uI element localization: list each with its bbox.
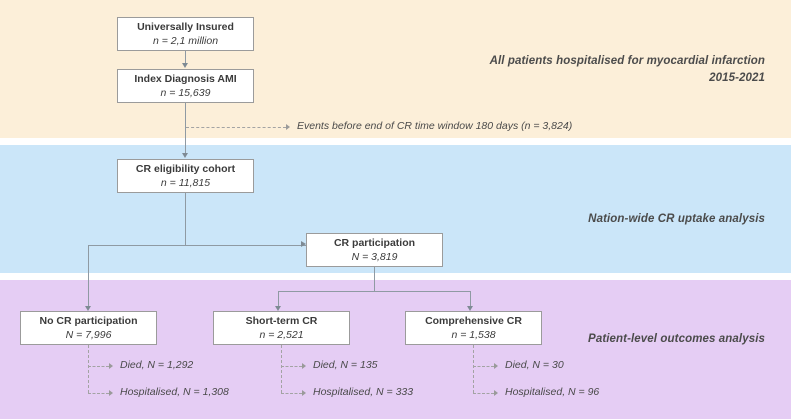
arrow-to-cr-participation <box>301 241 306 247</box>
node-title: No CR participation <box>39 314 138 327</box>
arrow-exclusion <box>286 124 290 130</box>
node-count: N = 3,819 <box>351 251 398 263</box>
connector-to-no-cr <box>88 245 89 307</box>
arrow-short-term-hosp <box>302 390 306 396</box>
arrow-short-term-died <box>302 363 306 369</box>
band-label-outcomes-analysis: Patient-level outcomes analysis <box>588 333 765 345</box>
outcome-no-cr-died: Died, N = 1,292 <box>120 359 194 371</box>
node-count: n = 15,639 <box>160 87 211 99</box>
node-universally-insured[interactable]: Universally Insured n = 2,1 million <box>117 17 254 51</box>
outcome-short-term-died: Died, N = 135 <box>313 359 378 371</box>
outcome-short-term-hospitalised: Hospitalised, N = 333 <box>313 386 414 398</box>
outcome-trunk-short-term <box>281 345 282 393</box>
node-count: n = 2,521 <box>259 329 304 341</box>
connector-exclusion-dashed <box>186 127 286 128</box>
outcome-comprehensive-hospitalised: Hospitalised, N = 96 <box>505 386 600 398</box>
connector-to-comprehensive <box>470 291 471 307</box>
arrow-to-short-term <box>275 306 281 311</box>
node-comprehensive-cr[interactable]: Comprehensive CR n = 1,538 <box>405 311 542 345</box>
outcome-branch-short-term-hosp <box>281 393 302 394</box>
node-cr-participation[interactable]: CR participation N = 3,819 <box>306 233 443 267</box>
band-label-cohort-definition: All patients hospitalised for myocardial… <box>489 55 765 84</box>
connector-participation-bus <box>278 291 471 292</box>
arrow-index-to-eligibility <box>182 153 188 158</box>
node-short-term-cr[interactable]: Short-term CR n = 2,521 <box>213 311 350 345</box>
arrow-insured-to-index <box>182 63 188 68</box>
arrow-to-no-cr <box>85 306 91 311</box>
node-title: Short-term CR <box>245 314 318 327</box>
outcome-comprehensive-died: Died, N = 30 <box>505 359 564 371</box>
node-title: Comprehensive CR <box>425 314 522 327</box>
node-title: CR participation <box>333 236 416 249</box>
node-count: N = 7,996 <box>65 329 112 341</box>
outcome-branch-no-cr-died <box>88 366 109 367</box>
outcome-trunk-comprehensive <box>473 345 474 393</box>
outcome-branch-short-term-died <box>281 366 302 367</box>
node-title: Index Diagnosis AMI <box>134 72 237 85</box>
node-count: n = 1,538 <box>451 329 496 341</box>
node-title: CR eligibility cohort <box>135 162 236 175</box>
node-count: n = 11,815 <box>160 177 211 189</box>
connector-eligibility-bus <box>88 245 306 246</box>
node-index-diagnosis-ami[interactable]: Index Diagnosis AMI n = 15,639 <box>117 69 254 103</box>
node-no-cr-participation[interactable]: No CR participation N = 7,996 <box>20 311 157 345</box>
exclusion-note: Events before end of CR time window 180 … <box>297 120 573 132</box>
outcome-no-cr-hospitalised: Hospitalised, N = 1,308 <box>120 386 229 398</box>
connector-insured-to-index <box>185 51 186 64</box>
band-label-uptake-analysis: Nation-wide CR uptake analysis <box>588 213 765 225</box>
arrow-no-cr-died <box>109 363 113 369</box>
outcome-branch-comprehensive-hosp <box>473 393 494 394</box>
outcome-branch-no-cr-hosp <box>88 393 109 394</box>
node-cr-eligibility-cohort[interactable]: CR eligibility cohort n = 11,815 <box>117 159 254 193</box>
arrow-no-cr-hosp <box>109 390 113 396</box>
node-title: Universally Insured <box>137 20 234 33</box>
connector-participation-trunk <box>374 267 375 291</box>
connector-eligibility-trunk <box>185 193 186 245</box>
connector-to-short-term <box>278 291 279 307</box>
arrow-comprehensive-hosp <box>494 390 498 396</box>
arrow-comprehensive-died <box>494 363 498 369</box>
outcome-trunk-no-cr <box>88 345 89 393</box>
node-count: n = 2,1 million <box>152 35 219 47</box>
connector-index-to-eligibility <box>185 103 186 154</box>
outcome-branch-comprehensive-died <box>473 366 494 367</box>
arrow-to-comprehensive <box>467 306 473 311</box>
band-outcomes-analysis <box>0 280 791 419</box>
